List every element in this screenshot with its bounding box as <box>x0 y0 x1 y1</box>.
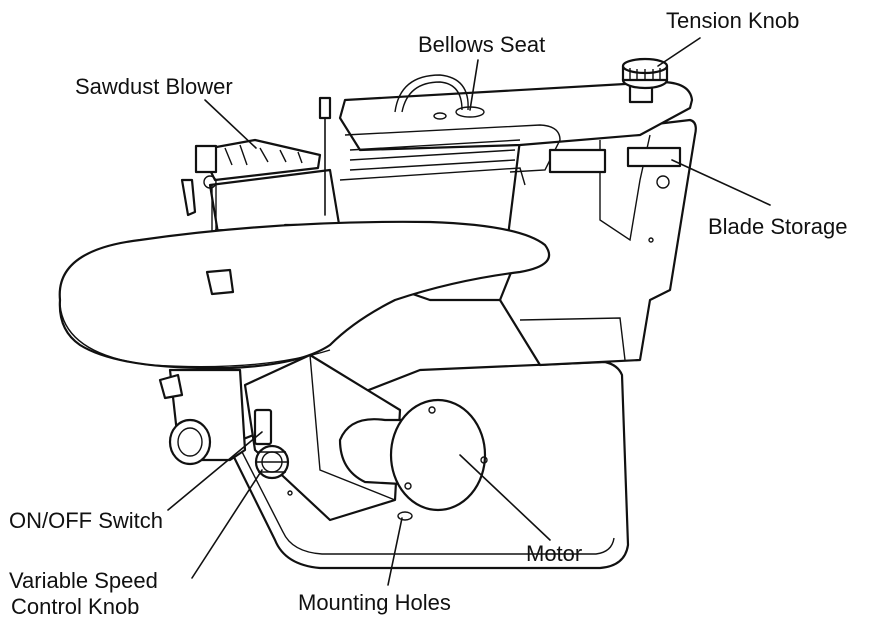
leader-bellows-seat <box>469 59 479 111</box>
blade-storage-clip-left <box>548 148 607 174</box>
on-off-switch <box>253 408 273 446</box>
label-tension-knob: Tension Knob <box>666 8 799 33</box>
bellows-hose <box>394 74 469 113</box>
blade-storage-clip-right <box>626 146 682 168</box>
label-blade-storage: Blade Storage <box>708 214 847 239</box>
leader-lines <box>167 37 771 586</box>
frame-screw <box>656 175 670 189</box>
label-bellows-seat: Bellows Seat <box>418 32 545 57</box>
leader-on-off-switch <box>167 431 263 511</box>
label-speed-knob-line2: Control Knob <box>11 594 139 619</box>
callout-labels: Tension Knob Bellows Seat Sawdust Blower… <box>9 8 847 619</box>
tension-knob <box>621 57 669 104</box>
rear-frame <box>498 118 697 367</box>
leader-blade-storage <box>671 159 771 206</box>
label-motor: Motor <box>526 541 582 566</box>
leader-mounting-holes <box>387 517 403 586</box>
leader-sawdust-blower <box>204 99 257 149</box>
speed-control-knob <box>254 444 290 480</box>
motor <box>338 398 488 512</box>
leader-tension-knob <box>657 37 701 67</box>
scroll-saw-illustration <box>58 57 697 570</box>
leader-speed-knob <box>191 469 263 579</box>
dust-port <box>168 418 212 466</box>
label-speed-knob-line1: Variable Speed <box>9 568 158 593</box>
label-sawdust-blower: Sawdust Blower <box>75 74 233 99</box>
sawdust-blower <box>180 138 322 270</box>
leader-motor <box>459 454 551 541</box>
mounting-hole <box>397 511 413 521</box>
blade-slot <box>205 268 235 296</box>
label-mounting-holes: Mounting Holes <box>298 590 451 615</box>
label-on-off-switch: ON/OFF Switch <box>9 508 163 533</box>
